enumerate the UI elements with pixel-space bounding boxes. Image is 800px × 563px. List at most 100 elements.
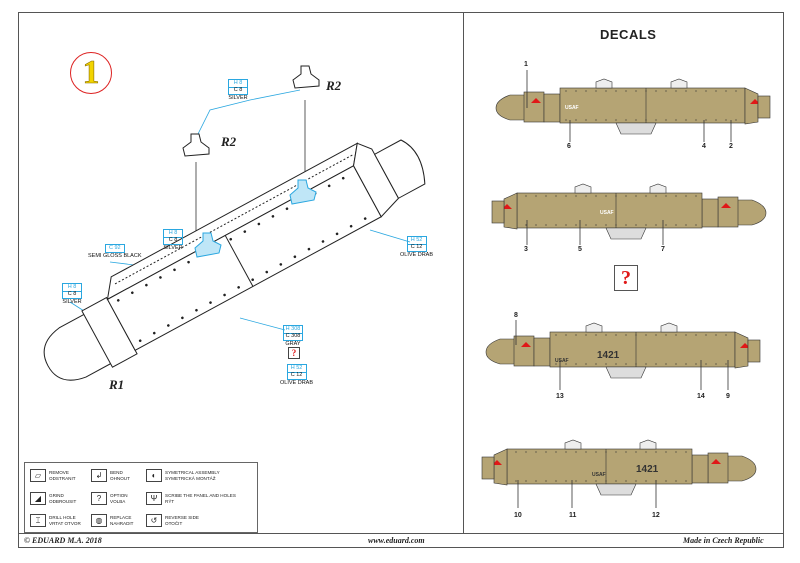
rivet [545,480,547,482]
rivet [525,224,527,226]
pod-lug [585,322,603,333]
rivet [363,217,367,220]
pod-nose [495,94,533,121]
rivet [251,278,254,281]
rivet [675,451,677,453]
rivet [685,119,687,121]
pod-mount [605,366,647,379]
rivet [615,334,617,336]
rivet [279,263,283,266]
rivet [545,224,547,226]
rivet [665,451,667,453]
pod-lug [649,183,667,194]
rivet [565,480,567,482]
decal-label: 14 [697,393,705,400]
rivet [565,195,567,197]
part-r2-installed [194,179,317,258]
decal-views [481,70,771,508]
decal-leader-lines [515,70,732,508]
rivet [585,224,587,226]
leader-line [369,229,411,243]
symmetrical-icon: ◐ [146,469,162,482]
decal-label: 8 [514,312,518,319]
pod-connector [701,198,719,228]
rivet [159,276,162,279]
decal-label: 5 [578,246,582,253]
rivet [265,270,269,274]
decal-number-marking: 1421 [597,350,620,361]
rivet [625,480,627,482]
pod-lug [660,322,678,333]
rivet [575,451,577,453]
rivet [725,334,727,336]
rivet [655,195,657,197]
rivet [327,184,331,188]
rivet [715,334,717,336]
rivet [575,224,577,226]
decal-label: 7 [661,246,665,253]
rivet [665,119,667,121]
pod-nose [43,312,113,381]
part-r2-left [182,133,210,157]
rivet [605,224,607,226]
decal-view-4 [481,439,757,496]
rivet [243,230,247,233]
decal-view-1 [495,78,771,135]
rivet [565,90,567,92]
pod-mount [605,227,647,240]
rivet [195,308,198,312]
red-marker [750,99,760,104]
rivet [695,119,697,121]
rivet [575,195,577,197]
rivet [625,119,627,121]
rivet [655,90,657,92]
rivet [565,334,567,336]
rivet [605,90,607,92]
rivet [705,90,707,92]
rivet [725,90,727,92]
pod-lug [639,439,657,450]
pod-rear-frame [734,331,749,369]
pod-side-view [481,439,757,496]
pod-nose [485,338,523,365]
leader-line [249,89,301,101]
rivet [545,195,547,197]
rivet [605,480,607,482]
rivet [307,247,311,251]
rivet [665,480,667,482]
rivet [209,301,212,304]
rivet [655,334,657,336]
rivet [635,119,637,121]
red-marker [531,98,541,103]
rivet [675,480,677,482]
rivet [545,451,547,453]
rivet [237,286,240,289]
rivet [515,480,517,482]
rivet [695,90,697,92]
decal-label: 11 [569,512,577,519]
rivet [585,195,587,197]
decal-label: 4 [702,143,706,150]
rivet [715,119,717,121]
rivet [349,224,353,228]
part-r2-right [292,65,320,89]
rivet [655,451,657,453]
part-label-r2: R2 [221,134,237,149]
rivet [675,334,677,336]
reverse-icon: ↺ [146,514,162,527]
rivet [665,90,667,92]
pod-tail [747,339,761,363]
footer-origin: Made in Czech Republic [683,536,764,545]
rivet [615,224,617,226]
rivet [341,176,345,180]
footer-website[interactable]: www.eduard.com [368,536,425,545]
rivet [555,195,557,197]
decal-label: 13 [556,393,564,400]
pod-connector [533,337,551,367]
